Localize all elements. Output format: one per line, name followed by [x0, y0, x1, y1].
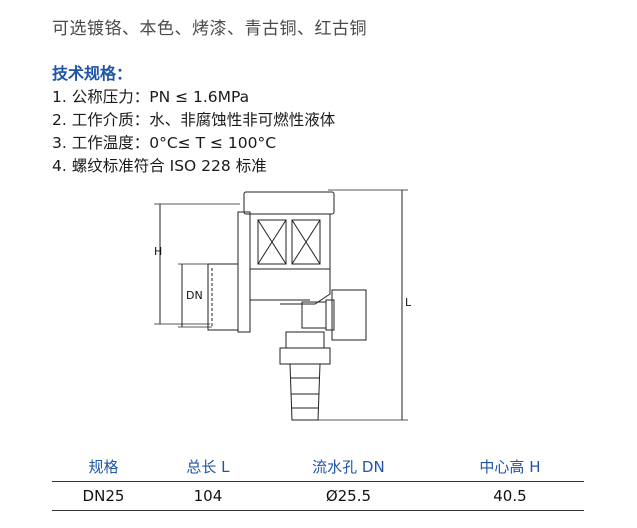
header-center-height: 中心高 H — [435, 452, 584, 482]
header-model: 规格 — [52, 452, 155, 482]
finish-options: 可选镀铬、本色、烤漆、青古铜、红古铜 — [52, 19, 367, 39]
label-dn: DN — [186, 289, 203, 302]
spec-list: 1. 公称压力：PN ≤ 1.6MPa 2. 工作介质：水、非腐蚀性非可燃性液体… — [52, 86, 335, 178]
seal-right — [291, 219, 321, 265]
body-left-wall — [237, 211, 251, 333]
side-port — [301, 301, 327, 329]
cell-center-height: 40.5 — [435, 481, 584, 511]
seal-left — [257, 219, 287, 265]
table-row: DN25 104 Ø25.5 40.5 — [52, 481, 584, 511]
hose-barb — [289, 363, 321, 421]
spec-item-temperature: 3. 工作温度：0°C≤ T ≤ 100°C — [52, 134, 277, 152]
spec-item-thread-standard: 4. 螺纹标准符合 ISO 228 标准 — [52, 157, 267, 175]
side-cap — [331, 289, 367, 341]
table-header-row: 规格 总长 L 流水孔 DN 中心高 H — [52, 452, 584, 482]
cell-bore: Ø25.5 — [260, 481, 436, 511]
cell-model: DN25 — [52, 481, 155, 511]
side-cap-neck — [325, 299, 335, 331]
spec-table: 规格 总长 L 流水孔 DN 中心高 H DN25 104 Ø25.5 40.5 — [52, 452, 584, 511]
valve-cap — [243, 191, 335, 215]
spec-item-medium: 2. 工作介质：水、非腐蚀性非可燃性液体 — [52, 111, 336, 129]
seal-right-cross-b — [291, 219, 321, 265]
outlet-collar — [279, 347, 331, 365]
spec-title: 技术规格： — [52, 64, 133, 83]
label-l: L — [405, 296, 412, 309]
spec-item-pressure: 1. 公称压力：PN ≤ 1.6MPa — [52, 88, 250, 106]
valve-technical-drawing: H DN L — [154, 189, 412, 421]
seal-left-cross-b — [257, 219, 287, 265]
label-h: H — [154, 245, 162, 258]
header-total-length: 总长 L — [154, 452, 261, 482]
inlet-thread — [207, 263, 239, 331]
cell-total-length: 104 — [154, 481, 261, 511]
header-bore: 流水孔 DN — [260, 452, 436, 482]
body-right-wall — [280, 214, 331, 305]
outlet-nut — [285, 331, 325, 349]
